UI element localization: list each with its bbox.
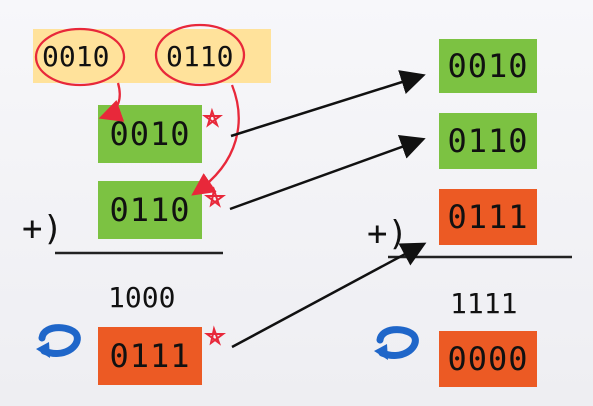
top-byte-left: 0010 xyxy=(42,40,110,73)
right-operand-c: 0111 xyxy=(439,189,537,245)
right-sum: 0000 xyxy=(439,331,537,387)
left-operand-b: 0110 xyxy=(98,181,202,239)
arrow-left-sum-to-right-c xyxy=(231,242,427,349)
star-icon-a xyxy=(202,107,223,128)
circular-arrow-icon xyxy=(374,326,419,360)
right-carry-result: 1111 xyxy=(450,287,518,320)
right-plus-sign: +) xyxy=(367,214,408,254)
left-sum: 0111 xyxy=(98,327,202,385)
arrow-left-a-to-right-a xyxy=(230,70,426,138)
top-byte-right: 0110 xyxy=(166,40,234,73)
arrow-left-b-to-right-b xyxy=(229,135,426,211)
left-operand-a: 0010 xyxy=(98,105,202,163)
right-operand-b: 0110 xyxy=(439,113,537,169)
left-carry-result: 1000 xyxy=(108,281,176,314)
star-icon-b xyxy=(204,186,226,208)
star-icon-c xyxy=(204,325,226,346)
left-plus-sign: +) xyxy=(22,209,63,249)
circular-arrow-icon xyxy=(36,324,81,358)
right-operand-a: 0010 xyxy=(439,39,537,93)
